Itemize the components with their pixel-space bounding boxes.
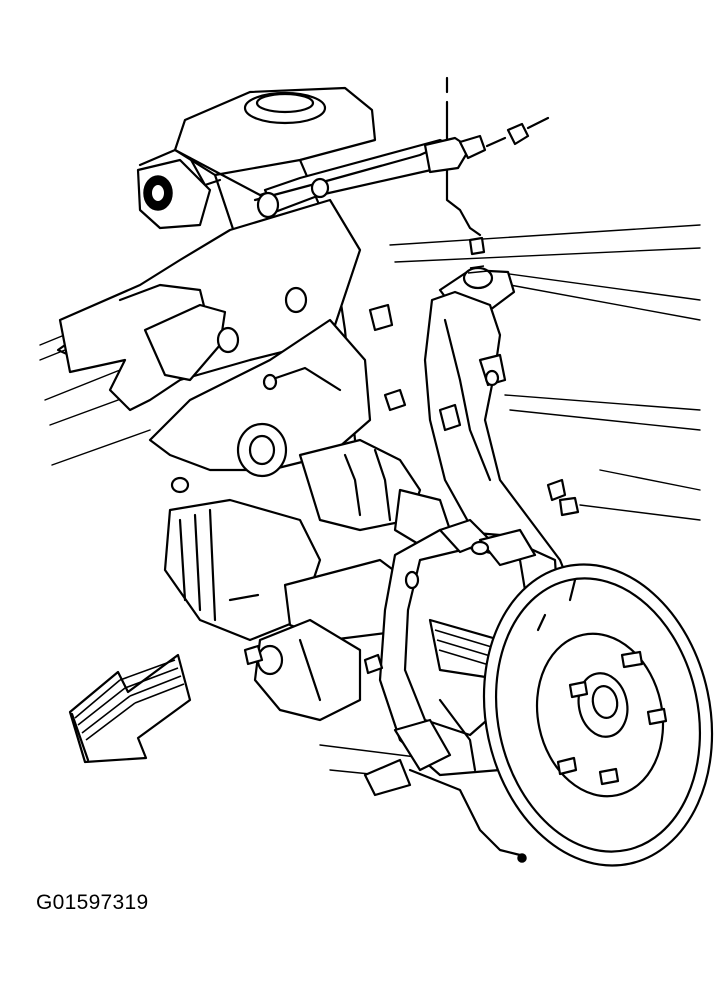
wheel-studs	[556, 650, 668, 786]
brake-rotor	[482, 563, 714, 867]
lower-control-arm	[58, 198, 407, 478]
ball-joint-fastener	[423, 76, 550, 312]
misc-fasteners	[170, 369, 500, 675]
upper-control-arm	[136, 138, 464, 230]
front-direction-arrow-icon	[68, 653, 192, 764]
figure-code-label: G01597319	[36, 891, 149, 914]
drive-shaft	[163, 438, 452, 722]
